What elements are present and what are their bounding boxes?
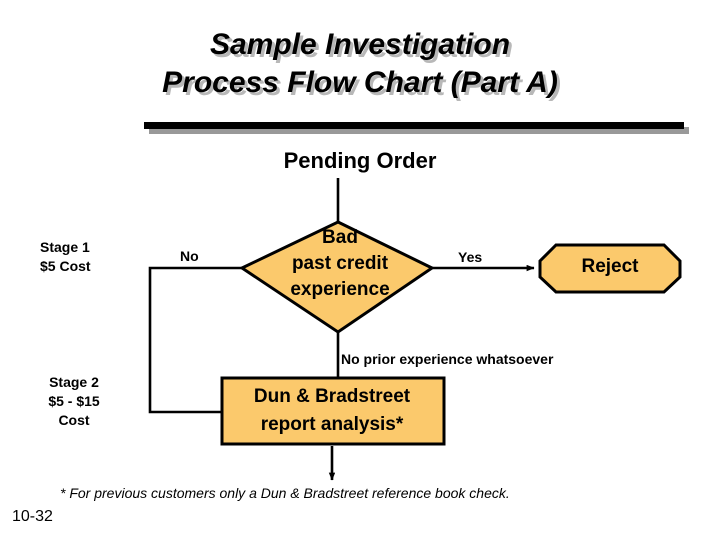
- stage-1-line-1: Stage 1: [40, 239, 90, 255]
- slide-title-line-2: Process Flow Chart (Part A): [162, 66, 558, 99]
- stage-2-line-1: Stage 2: [49, 374, 99, 390]
- footnote-text: * For previous customers only a Dun & Br…: [60, 485, 510, 501]
- edge-label-no-prior-experience: No prior experience whatsoever: [341, 351, 554, 367]
- dnb-report-shape[interactable]: [220, 376, 446, 446]
- edge-decision-no: [148, 266, 266, 416]
- title-rule-bar: [144, 122, 684, 129]
- edge-label-yes: Yes: [458, 249, 483, 265]
- stage-1-label: Stage 1 $5 Cost: [14, 238, 160, 276]
- stage-2-line-3: Cost: [58, 412, 90, 428]
- title-underline-rule: [144, 122, 689, 134]
- title-rule-shadow: [149, 127, 689, 134]
- reject-shape[interactable]: [538, 243, 682, 294]
- page-number: 10-32: [12, 508, 53, 525]
- stage-2-line-2: $5 - $15: [48, 393, 100, 409]
- stage-1-line-2: $5 Cost: [40, 258, 91, 274]
- slide-title-line-1: Sample Investigation: [209, 28, 511, 61]
- stage-2-label: Stage 2 $5 - $15 Cost: [14, 373, 134, 430]
- edge-label-no: No: [180, 248, 199, 264]
- start-node-label: Pending Order: [283, 148, 437, 173]
- slide-title: Sample Investigation Process Flow Chart …: [0, 26, 720, 102]
- decision-bad-credit-shape[interactable]: [238, 220, 435, 334]
